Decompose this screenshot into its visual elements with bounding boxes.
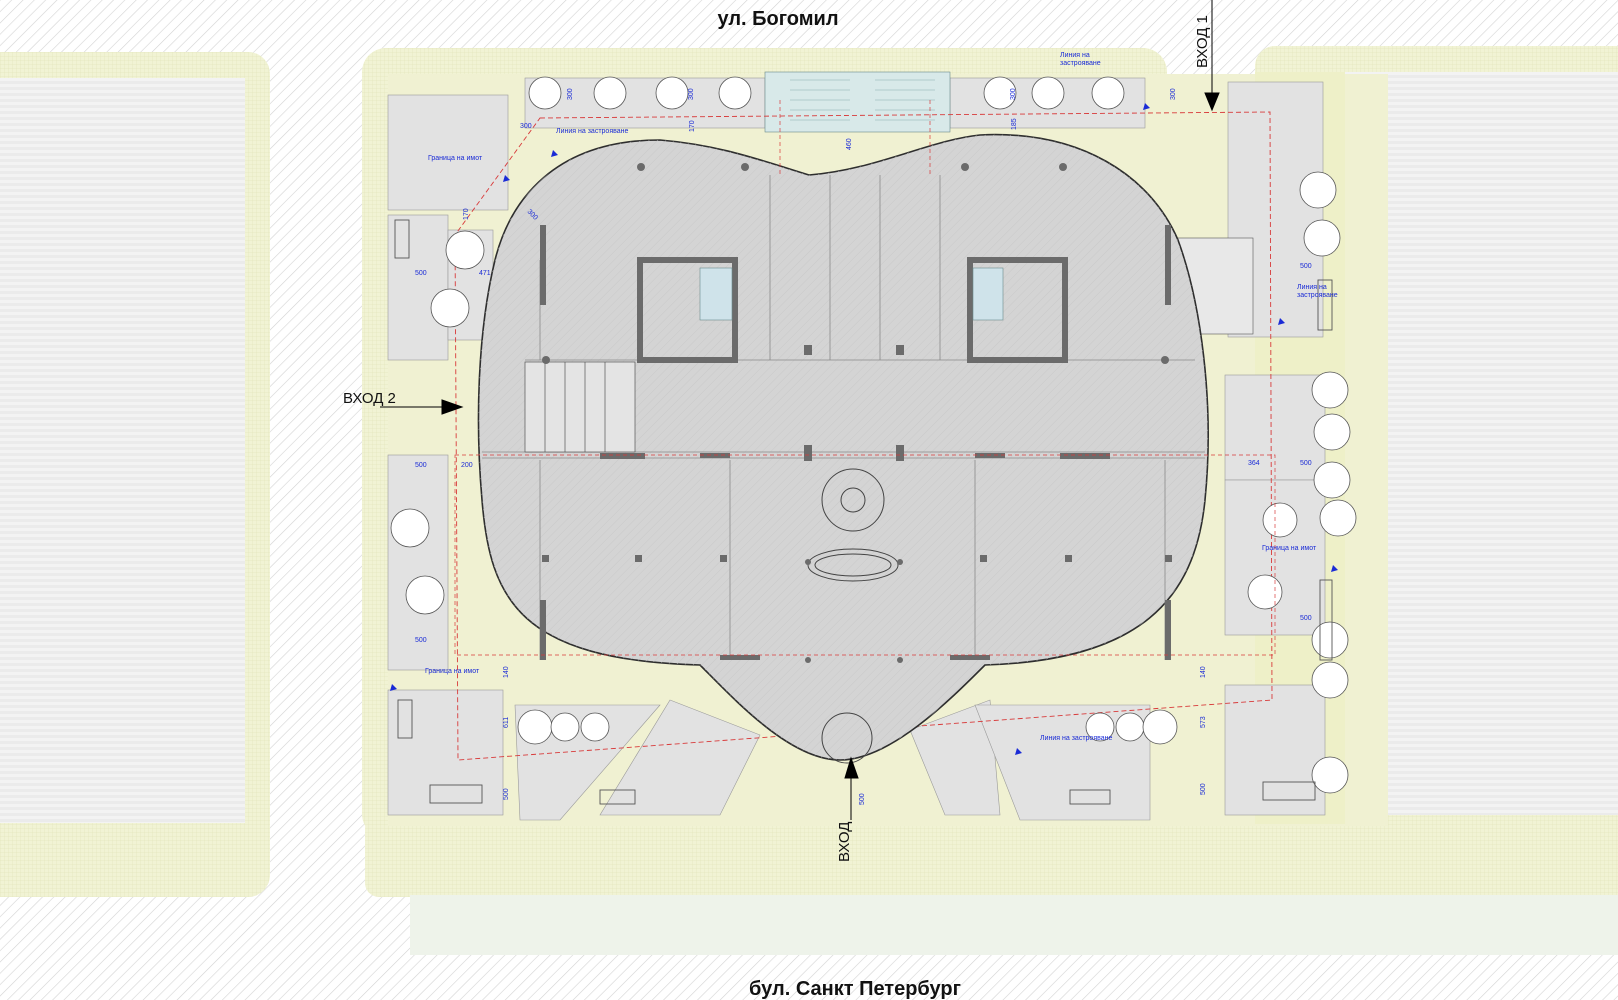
svg-text:300: 300 xyxy=(520,123,532,130)
svg-text:185: 185 xyxy=(1011,118,1018,130)
note-building-line-bottom: Линия на застрояване xyxy=(1040,735,1113,742)
svg-text:140: 140 xyxy=(503,666,510,678)
planters xyxy=(387,77,1326,821)
note-building-line-top-2: застрояване xyxy=(1060,60,1101,67)
north-canopy xyxy=(764,71,951,133)
entry-1-label: ВХОД 1 xyxy=(1194,15,1211,68)
trees xyxy=(390,76,1357,794)
svg-text:170: 170 xyxy=(689,120,696,132)
svg-text:500: 500 xyxy=(415,270,427,277)
note-building-line-right-2: застрояване xyxy=(1297,292,1338,299)
svg-text:200: 200 xyxy=(461,462,473,469)
south-green-strip xyxy=(410,895,1618,955)
note-building-line-right-1: Линия на xyxy=(1297,284,1327,291)
svg-text:300: 300 xyxy=(1010,88,1017,100)
entrance-arrows xyxy=(380,0,1220,820)
north-street-label: ул. Богомил xyxy=(717,8,838,30)
svg-text:170: 170 xyxy=(463,208,470,220)
svg-text:364: 364 xyxy=(1248,460,1260,467)
main-entry-label: ВХОД xyxy=(836,822,853,862)
dimension-markers xyxy=(390,103,1338,755)
property-boundary-line xyxy=(454,111,1273,761)
svg-text:300: 300 xyxy=(1170,88,1177,100)
svg-text:500: 500 xyxy=(503,788,510,800)
svg-text:500: 500 xyxy=(1300,263,1312,270)
elevator-cores xyxy=(637,257,1068,363)
svg-text:611: 611 xyxy=(503,717,510,728)
south-street-label: бул. Санкт Петербург xyxy=(749,978,961,1000)
central-stair xyxy=(807,468,899,764)
svg-text:300: 300 xyxy=(688,88,695,100)
svg-text:573: 573 xyxy=(1200,716,1207,728)
left-block-interior xyxy=(0,78,245,823)
west-stair xyxy=(524,361,636,453)
svg-text:500: 500 xyxy=(1300,615,1312,622)
columns xyxy=(542,163,1172,663)
note-building-line-left: Линия на застрояване xyxy=(556,128,629,135)
svg-text:300: 300 xyxy=(567,88,574,100)
note-property-boundary-bottom-left: Граница на имот xyxy=(425,668,480,675)
entry-2-label: ВХОД 2 xyxy=(343,390,396,407)
dimension-labels: 300 300 300 300 300 170 170 460 185 300 … xyxy=(415,88,1312,805)
svg-text:460: 460 xyxy=(846,138,853,150)
svg-text:500: 500 xyxy=(1300,460,1312,467)
note-property-boundary-right: Граница на имот xyxy=(1262,545,1317,552)
svg-text:471: 471 xyxy=(479,270,491,277)
note-building-line-top-1: Линия на xyxy=(1060,52,1090,59)
note-property-boundary-left: Граница на имот xyxy=(428,155,483,162)
svg-text:140: 140 xyxy=(1200,666,1207,678)
svg-text:500: 500 xyxy=(415,637,427,644)
svg-text:500: 500 xyxy=(415,462,427,469)
benches xyxy=(394,219,1333,805)
svg-text:500: 500 xyxy=(859,793,866,805)
building-lines xyxy=(454,100,1276,656)
svg-text:500: 500 xyxy=(1200,783,1207,795)
